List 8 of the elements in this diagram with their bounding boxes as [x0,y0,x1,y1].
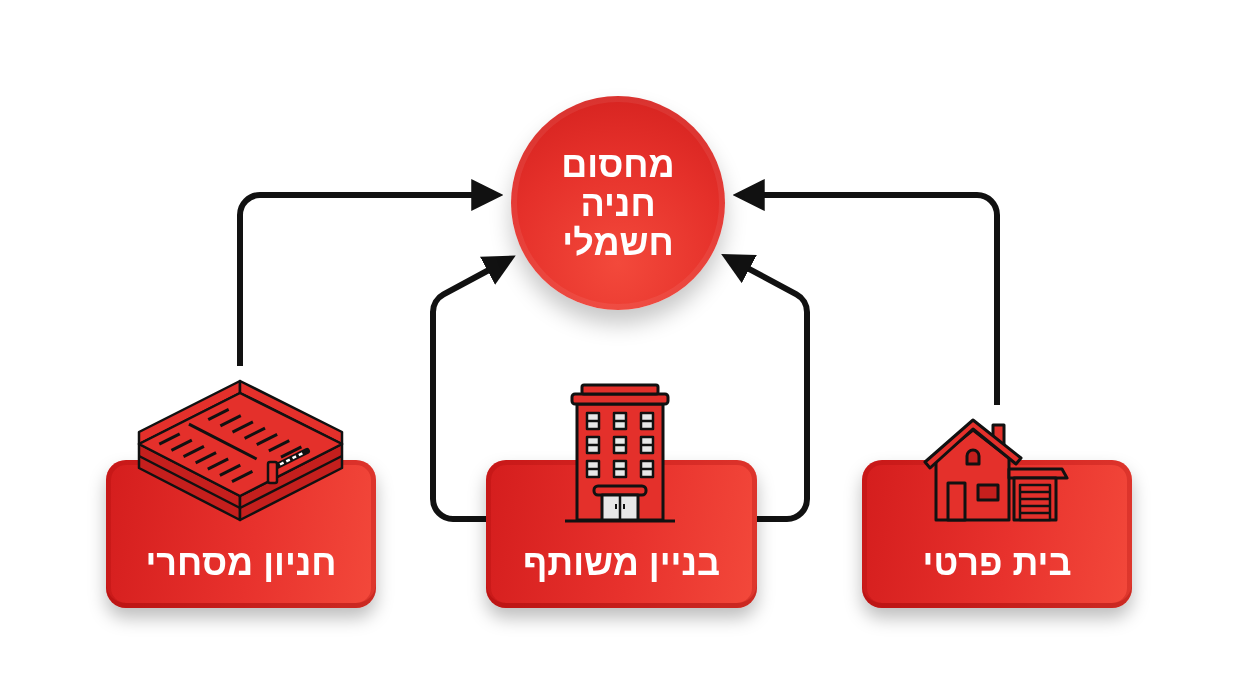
node-label: בית פרטי [922,543,1072,583]
node-label: מחסום חניה חשמלי [560,144,676,262]
node-label: חניון מסחרי [145,543,337,583]
arrow [721,253,810,522]
arrow [237,179,504,366]
node-label: בניין משותף [523,543,720,583]
arrow [430,255,516,522]
arrow [732,179,1000,405]
